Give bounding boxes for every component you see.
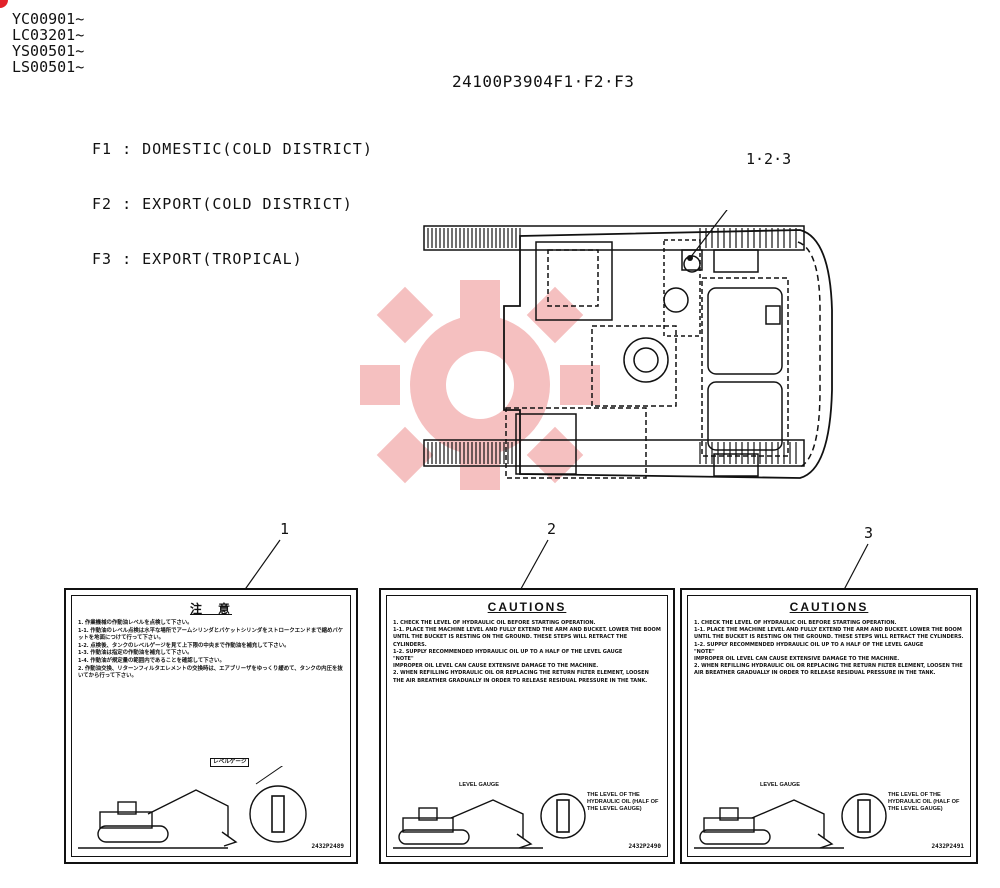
label-border: CAUTIONS 1. CHECK THE LEVEL OF HYDRAULIC… [687,595,971,857]
label-gauge-note: THE LEVEL OF THE HYDRAULIC OIL (HALF OF … [888,792,960,812]
variant-f2: F2 : EXPORT(COLD DISTRICT) [92,195,353,213]
variant-text: EXPORT(COLD DISTRICT) [142,195,353,213]
label-body: 1. 作業機械の作動油レベルを点検して下さい。 1-1. 作動油のレベル点検は水… [78,620,344,680]
part-number-title: 24100P3904F1·F2·F3 [452,72,635,91]
gear-logo-icon [360,280,600,490]
serial-line-1: YC00901~ [12,10,85,28]
label-border: 注 意 1. 作業機械の作動油レベルを点検して下さい。 1-1. 作動油のレベル… [71,595,351,857]
excavator-side-view-icon [393,793,586,849]
variant-code: F1 [92,140,113,158]
label-title: CAUTIONS [789,600,869,614]
level-gauge-icon [841,793,887,839]
label-part-number: 2432P2491 [931,843,964,850]
serial-line-2: LC03201~ [12,26,85,44]
variant-f1: F1 : DOMESTIC(COLD DISTRICT) [92,140,373,158]
variant-text: EXPORT(TROPICAL) [142,250,303,268]
label-callout-3: 3 [864,524,874,542]
corner-marker-icon [0,0,8,8]
label-gauge-note: レベルゲージ [210,758,250,767]
variant-f3: F3 : EXPORT(TROPICAL) [92,250,303,268]
label-callout-1: 1 [280,520,290,538]
label-gauge-label: LEVEL GAUGE [459,782,499,788]
caution-label-3: CAUTIONS 1. CHECK THE LEVEL OF HYDRAULIC… [680,588,978,864]
level-gauge-icon [540,793,586,839]
label-body: 1. CHECK THE LEVEL OF HYDRAULIC OIL BEFO… [694,620,964,677]
warning-label-1: 注 意 1. 作業機械の作動油レベルを点検して下さい。 1-1. 作動油のレベル… [64,588,358,864]
label-part-number: 2432P2489 [311,843,344,850]
label-callout-2: 2 [547,520,557,538]
label-title: CAUTIONS [487,600,567,614]
label-gauge-label: LEVEL GAUGE [760,782,800,788]
excavator-top-view-icon [423,210,833,479]
variant-text: DOMESTIC(COLD DISTRICT) [142,140,373,158]
level-gauge-icon [249,785,307,843]
excavator-side-view-icon [78,766,307,849]
label-border: CAUTIONS 1. CHECK THE LEVEL OF HYDRAULIC… [386,595,668,857]
label-part-number: 2432P2490 [628,843,661,850]
excavator-side-view-icon [694,793,887,849]
label-title: 注 意 [189,602,232,616]
caution-label-2: CAUTIONS 1. CHECK THE LEVEL OF HYDRAULIC… [379,588,675,864]
variant-code: F3 [92,250,113,268]
serial-line-3: YS00501~ [12,42,85,60]
variant-code: F2 [92,195,113,213]
machine-callout: 1·2·3 [746,150,792,168]
serial-line-4: LS00501~ [12,58,85,76]
label-gauge-note: THE LEVEL OF THE HYDRAULIC OIL (HALF OF … [587,792,659,812]
label-body: 1. CHECK THE LEVEL OF HYDRAULIC OIL BEFO… [393,620,661,684]
